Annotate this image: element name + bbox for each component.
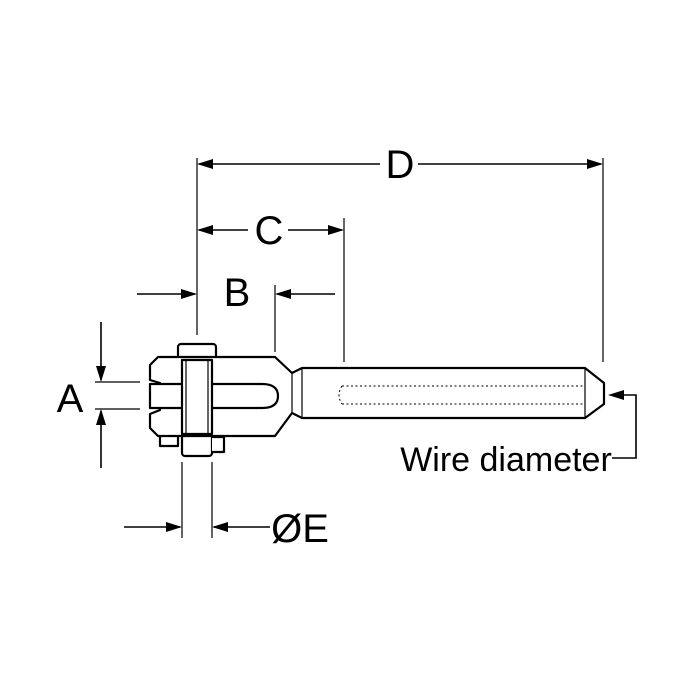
dimension-a: A (57, 322, 106, 468)
fork-slot (148, 382, 280, 410)
dimension-c: C (197, 209, 344, 253)
extension-lines (95, 158, 604, 538)
wire-diameter-leader: Wire diameter (400, 390, 637, 479)
label-d: D (386, 143, 415, 187)
pin-shank (180, 358, 214, 436)
label-wire-diameter: Wire diameter (400, 441, 612, 479)
dimension-d: D (197, 143, 603, 187)
label-c: C (255, 209, 284, 253)
pin-collar (180, 432, 214, 458)
dimension-b: B (137, 271, 335, 315)
wire-bore-hidden (338, 385, 585, 405)
fork-terminal-drawing (148, 342, 606, 458)
pin-tail (212, 435, 226, 454)
label-b: B (224, 271, 251, 315)
dimension-e: ØE (124, 507, 329, 551)
label-a: A (57, 377, 84, 421)
label-e: ØE (271, 507, 329, 551)
